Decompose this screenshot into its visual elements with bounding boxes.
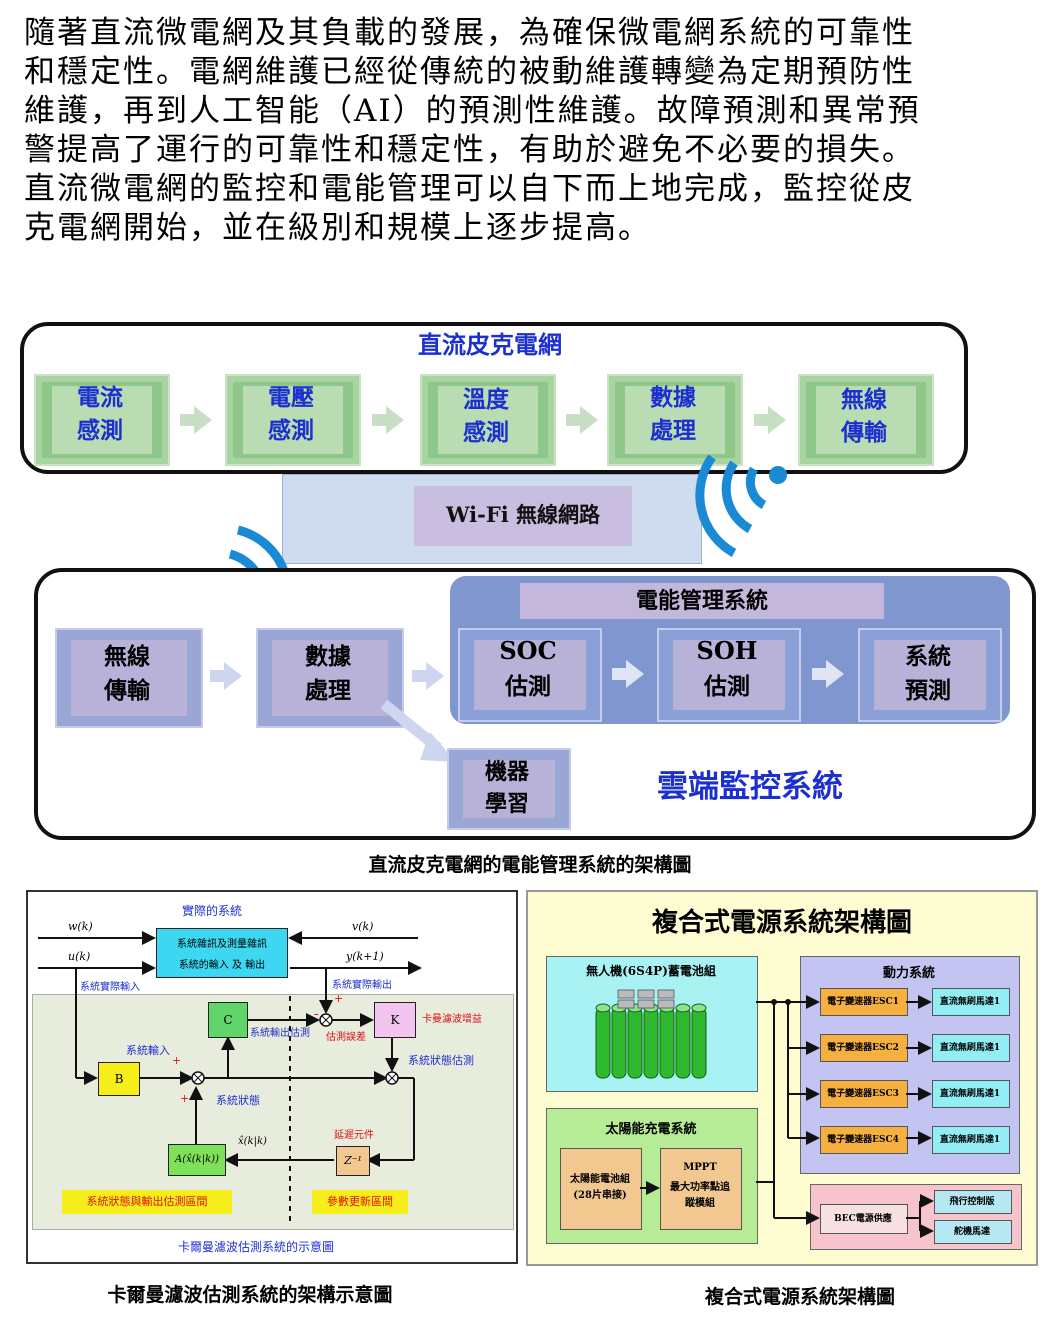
servo-block	[934, 1220, 1012, 1244]
mppt-label: 蹤模組	[685, 1198, 715, 1209]
motor-block	[932, 1080, 1010, 1108]
kalman-gain-label: 卡曼濾波增益	[422, 1014, 482, 1025]
state-estimate-label: 系統狀態估測	[408, 1054, 474, 1067]
delay-label: 延遲元件	[334, 1130, 374, 1141]
ems-title: 電能管理系統	[635, 588, 768, 614]
actual-system-title: 實際的系統	[182, 904, 243, 918]
esc-label: 電子變速器ESC4	[827, 1135, 899, 1145]
zinv-block: Z⁻¹	[336, 1146, 370, 1176]
motor-label: 直流無刷馬達1	[939, 997, 1001, 1007]
kalman-signal-lines	[38, 931, 422, 1222]
servo-label: 舵機馬達	[953, 1227, 990, 1237]
k-block: K	[374, 1002, 416, 1038]
c-block: C	[208, 1002, 248, 1038]
battery-title: 無人機(6S4P)蓄電池組	[586, 964, 716, 978]
paragraph-line: 和穩定性。電網維護已經從傳統的被動維護轉變為定期預防性	[24, 54, 915, 90]
solar-cells-label: 太陽能電池組	[570, 1174, 630, 1185]
estimation-error-label: 估測誤差	[326, 1032, 366, 1043]
kalman-diagram-title: 卡爾曼濾波估測系統的示意圖	[178, 1240, 335, 1254]
paragraph-line: 警提高了運行的可靠性和穩定性，有助於避免不必要的損失。	[24, 132, 915, 168]
pico-grid-title: 直流皮克電網	[418, 330, 562, 359]
state-output-zone-label: 系統狀態與輸出估測區間	[62, 1190, 232, 1214]
u-label: u(k)	[68, 950, 91, 963]
paragraph-line: 直流微電網的監控和電能管理可以自下而上地完成，監控從皮	[24, 171, 915, 207]
motor-label: 直流無刷馬達1	[939, 1043, 1001, 1053]
motor-block	[932, 988, 1010, 1016]
esc-label: 電子變速器ESC3	[827, 1089, 899, 1099]
b-block: B	[98, 1062, 140, 1096]
plus-sign: +	[180, 1092, 190, 1105]
xhat-label: x̂(k|k)	[238, 1136, 267, 1147]
ems-title-box	[520, 583, 884, 619]
minus-sign: -	[314, 1006, 319, 1022]
solar-title: 太陽能充電系統	[605, 1122, 697, 1137]
w-label: w(k)	[68, 920, 93, 933]
motor-label: 直流無刷馬達1	[939, 1135, 1001, 1145]
kalman-caption: 卡爾曼濾波估測系統的架構示意圖	[107, 1284, 393, 1306]
drive-system-title: 動力系統	[882, 966, 935, 981]
system-state-label: 系統狀態	[216, 1094, 260, 1107]
hybrid-power-diagram: 複合式電源系統架構圖 無人機(6S4P)蓄電池組 太陽能充電系統 太陽能電池組 …	[526, 890, 1038, 1266]
power-title: 複合式電源系統架構圖	[651, 908, 912, 938]
intro-paragraph: 隨著直流微電網及其負載的發展，為確保微電網系統的可靠性 和穩定性。電網維護已經從…	[24, 14, 1044, 248]
motor-label: 直流無刷馬達1	[939, 1089, 1001, 1099]
y-label: y(k+1)	[346, 950, 384, 963]
plus-sign: +	[172, 1054, 182, 1067]
motor-block	[932, 1034, 1010, 1062]
paragraph-line: 維護，再到人工智能（AI）的預測性維護。故障預測和異常預	[24, 93, 921, 129]
flight-controller-label: 飛行控制版	[949, 1197, 995, 1207]
v-label: v(k)	[352, 920, 374, 933]
paragraph-line: 隨著直流微電網及其負載的發展，為確保微電網系統的可靠性	[24, 15, 915, 51]
flight-controller-block	[934, 1190, 1012, 1214]
esc-label: 電子變速器ESC1	[827, 997, 899, 1007]
esc-block	[820, 1126, 908, 1154]
esc-block	[820, 1080, 908, 1108]
kalman-filter-diagram: 實際的系統 w(k) v(k) u(k) y(k+1) 系統雜訊及測量雜訊 系統…	[26, 890, 518, 1264]
system-input-label: 系統輸入	[126, 1044, 170, 1057]
actual-input-label: 系統實際輸入	[80, 982, 140, 993]
wifi-label-box	[414, 486, 632, 546]
power-connection-lines	[640, 995, 934, 1238]
mppt-label: 最大功率點追	[670, 1182, 730, 1193]
wifi-signal-icon	[695, 455, 787, 557]
esc-block	[820, 988, 908, 1016]
actual-output-label: 系統實際輸出	[332, 980, 392, 991]
solar-cells-box	[560, 1148, 642, 1230]
wifi-label: Wi-Fi 無線網路	[445, 502, 601, 527]
plus-sign: +	[334, 992, 344, 1005]
mppt-box	[660, 1148, 742, 1230]
battery-pack-icon	[595, 989, 707, 1079]
power-caption: 複合式電源系統架構圖	[704, 1286, 895, 1308]
top-diagram-caption: 直流皮克電網的電能管理系統的架構圖	[368, 854, 692, 876]
motor-block	[932, 1126, 1010, 1154]
esc-label: 電子變速器ESC2	[827, 1043, 899, 1053]
a-block: A(x̂(k|k))	[168, 1144, 226, 1176]
output-estimate-label: 系統輸出估測	[250, 1028, 310, 1039]
paragraph-line: 克電網開始，並在級別和規模上逐步提高。	[24, 210, 651, 246]
mppt-label: MPPT	[683, 1162, 717, 1173]
parameter-update-zone-label: 參數更新區間	[312, 1190, 408, 1214]
actual-system-box: 系統雜訊及測量雜訊 系統的輸入 及 輸出	[156, 928, 288, 978]
bec-label: BEC電源供應	[834, 1214, 892, 1224]
cloud-monitoring-title: 雲端監控系統	[657, 769, 843, 805]
solar-cells-label: (28片串接)	[573, 1190, 627, 1201]
